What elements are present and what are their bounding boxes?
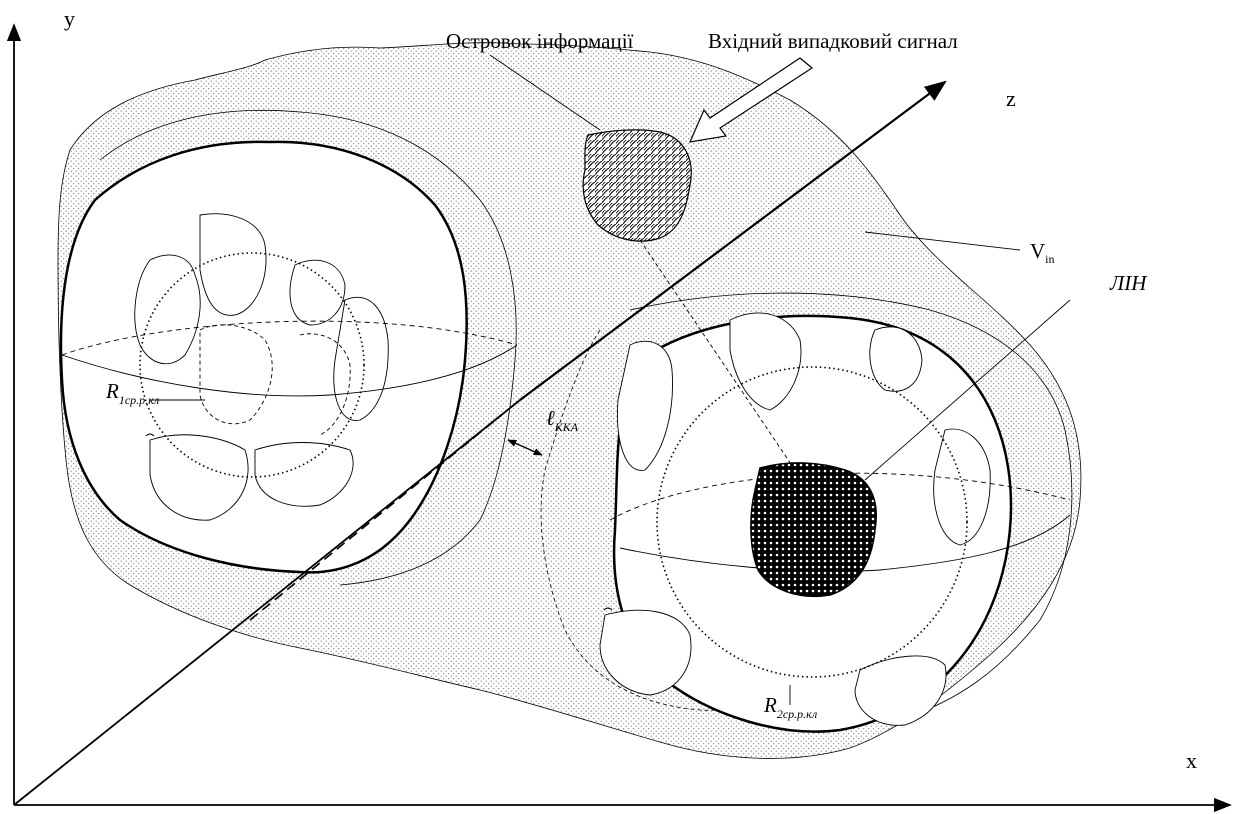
l-kka-main: ℓ: [546, 406, 555, 430]
r2-main: R: [763, 693, 777, 717]
left-equator-front: [61, 344, 518, 397]
z-axis-hidden-part: [13, 399, 521, 806]
island-leader-line: [489, 54, 601, 131]
input-signal-label: Вхідний випадковий сигнал: [708, 29, 958, 53]
z-axis: [519, 80, 947, 401]
lin-leader-line: [864, 299, 1071, 481]
left-equator-back: [61, 320, 518, 356]
right-dotted-sphere: [656, 366, 968, 678]
lin-label: ЛІН: [1109, 271, 1148, 295]
l-kka-double-arrow: [507, 439, 543, 456]
r2-label: R2ср.р.кл: [763, 693, 817, 721]
z-axis-dashed: [249, 399, 521, 621]
v-in-leader-line: [864, 231, 1021, 251]
island-label: Островок інформації: [446, 29, 634, 53]
left-dotted-sphere: [139, 252, 365, 478]
left-cluster-fragments: [134, 213, 389, 521]
right-small-mark: [603, 607, 613, 611]
v-in-subscript: in: [1045, 252, 1054, 266]
r1-main: R: [105, 379, 119, 403]
l-kka-subscript: ККА: [554, 420, 579, 434]
right-outer-boundary: [629, 292, 1073, 721]
x-axis-label: x: [1186, 748, 1197, 773]
r2-subscript: 2ср.р.кл: [777, 707, 817, 721]
z-axis-label: z: [1006, 86, 1016, 111]
v-in-label: Vin: [1030, 239, 1055, 266]
r1-subscript: 1ср.р.кл: [119, 393, 159, 407]
left-inner-boundary: [99, 109, 517, 586]
right-equator-back: [609, 472, 1071, 521]
input-signal-arrow: [689, 57, 814, 143]
left-small-mark: [145, 433, 155, 437]
lin-patch: [750, 462, 877, 597]
right-cluster-fragments: [599, 312, 991, 726]
right-inner-boundary: [540, 329, 771, 711]
r1-label: R1ср.р.кл: [105, 379, 159, 407]
y-axis-label: y: [64, 6, 75, 31]
island-to-lin-connector: [639, 239, 796, 471]
right-equator-front: [619, 514, 1071, 572]
l-kka-label: ℓККА: [546, 406, 579, 434]
information-island: [582, 129, 692, 242]
v-in-main: V: [1030, 239, 1045, 263]
left-cluster-outline: [59, 140, 468, 574]
